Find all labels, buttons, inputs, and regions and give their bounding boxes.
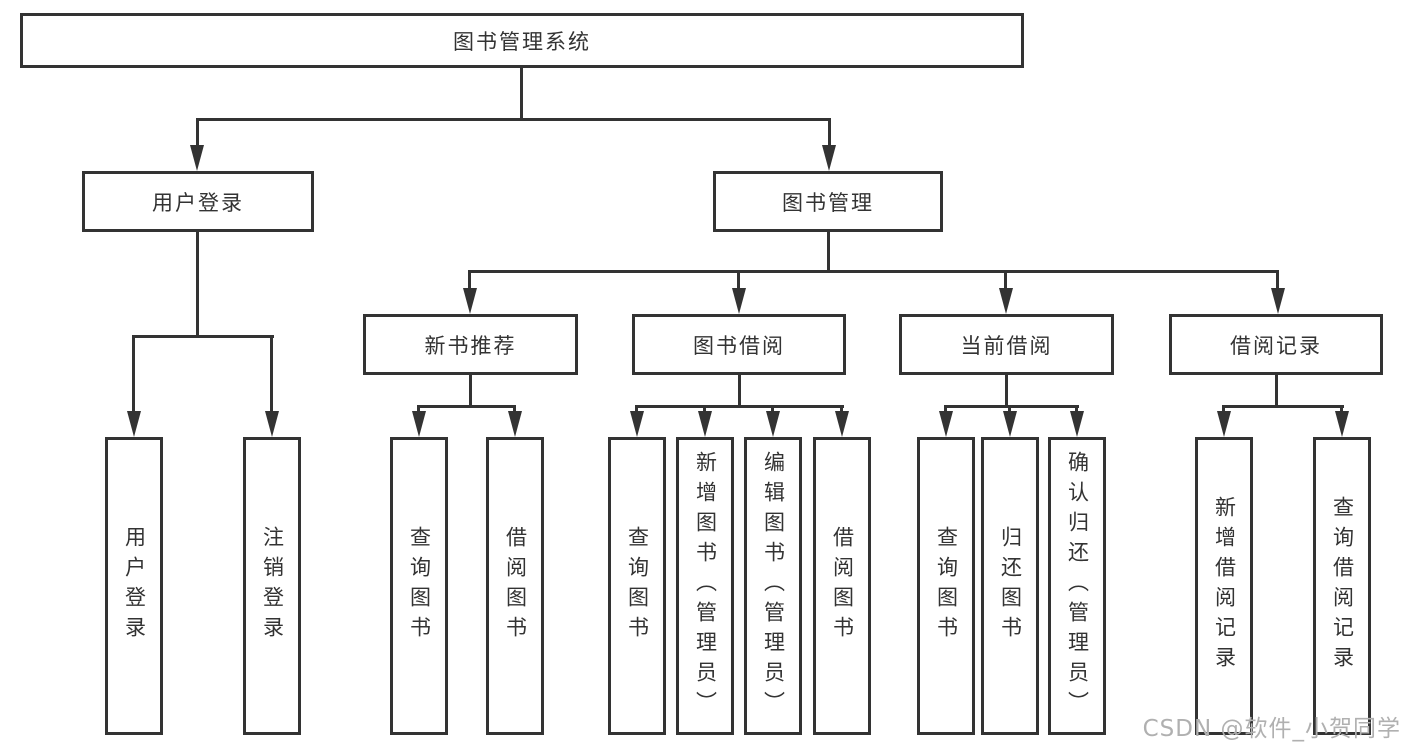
arrow-down-icon — [1070, 411, 1084, 437]
connector-line — [468, 270, 1279, 273]
connector-line — [417, 405, 420, 414]
leaf-records-add-record: 新增借阅记录 — [1195, 437, 1253, 735]
arrow-down-icon — [835, 411, 849, 437]
leaf-user-login-label: 用户登录 — [122, 526, 147, 646]
leaf-current-query-book-label: 查询图书 — [934, 526, 959, 646]
leaf-current-query-book: 查询图书 — [917, 437, 975, 735]
node-book-management: 图书管理 — [713, 171, 943, 232]
connector-line — [469, 375, 472, 408]
node-borrow-records: 借阅记录 — [1169, 314, 1383, 375]
leaf-borrow-add-book-admin-label: 新增图书（管理员） — [693, 451, 718, 721]
connector-line — [1075, 405, 1078, 414]
connector-line — [1276, 270, 1279, 292]
node-book-borrow-label: 图书借阅 — [693, 333, 785, 358]
connector-line — [1005, 375, 1008, 408]
arrow-down-icon — [1335, 411, 1349, 437]
node-borrow-records-label: 借阅记录 — [1230, 333, 1322, 358]
leaf-borrow-edit-book-admin: 编辑图书（管理员） — [744, 437, 802, 735]
leaf-borrow-query-book-label: 查询图书 — [625, 526, 650, 646]
leaf-records-query-record-label: 查询借阅记录 — [1330, 496, 1355, 676]
node-book-management-label: 图书管理 — [782, 190, 874, 215]
node-user-login-label: 用户登录 — [152, 190, 244, 215]
leaf-records-query-record: 查询借阅记录 — [1313, 437, 1371, 735]
leaf-borrow-borrow-book: 借阅图书 — [813, 437, 871, 735]
arrow-down-icon — [1003, 411, 1017, 437]
arrow-down-icon — [127, 411, 141, 437]
connector-line — [1275, 375, 1278, 408]
arrow-down-icon — [1271, 288, 1285, 314]
arrow-down-icon — [766, 411, 780, 437]
node-root-label: 图书管理系统 — [453, 29, 591, 54]
connector-line — [635, 405, 638, 414]
connector-line — [944, 405, 1079, 408]
leaf-current-confirm-return-admin: 确认归还（管理员） — [1048, 437, 1106, 735]
connector-line — [827, 232, 830, 273]
connector-line — [840, 405, 843, 414]
connector-line — [513, 405, 516, 414]
arrow-down-icon — [630, 411, 644, 437]
leaf-borrow-borrow-book-label: 借阅图书 — [830, 526, 855, 646]
node-current-borrow-label: 当前借阅 — [960, 333, 1053, 358]
arrow-down-icon — [999, 288, 1013, 314]
leaf-current-return-book-label: 归还图书 — [998, 526, 1023, 646]
leaf-newbooks-borrow-book: 借阅图书 — [486, 437, 544, 735]
arrow-down-icon — [1217, 411, 1231, 437]
connector-line — [417, 405, 516, 408]
arrow-down-icon — [412, 411, 426, 437]
connector-line — [738, 375, 741, 408]
leaf-logout: 注销登录 — [243, 437, 301, 735]
arrow-down-icon — [822, 145, 836, 171]
node-root: 图书管理系统 — [20, 13, 1024, 68]
leaf-newbooks-query-book-label: 查询图书 — [407, 526, 432, 646]
node-book-borrow: 图书借阅 — [632, 314, 846, 375]
connector-line — [635, 405, 844, 408]
leaf-user-login: 用户登录 — [105, 437, 163, 735]
connector-line — [520, 68, 523, 121]
connector-line — [132, 335, 135, 417]
node-new-book-recommend: 新书推荐 — [363, 314, 578, 375]
connector-line — [1008, 405, 1011, 414]
connector-line — [737, 270, 740, 292]
leaf-borrow-query-book: 查询图书 — [608, 437, 666, 735]
connector-line — [828, 118, 831, 150]
node-current-borrow: 当前借阅 — [899, 314, 1114, 375]
connector-line — [1004, 270, 1007, 292]
connector-line — [196, 118, 199, 150]
arrow-down-icon — [698, 411, 712, 437]
arrow-down-icon — [508, 411, 522, 437]
leaf-current-confirm-return-admin-label: 确认归还（管理员） — [1065, 451, 1090, 721]
node-user-login: 用户登录 — [82, 171, 314, 232]
leaf-borrow-add-book-admin: 新增图书（管理员） — [676, 437, 734, 735]
node-new-book-recommend-label: 新书推荐 — [424, 333, 517, 358]
connector-line — [468, 270, 471, 292]
connector-line — [771, 405, 774, 414]
leaf-current-return-book: 归还图书 — [981, 437, 1039, 735]
connector-line — [1222, 405, 1225, 414]
arrow-down-icon — [939, 411, 953, 437]
arrow-down-icon — [732, 288, 746, 314]
leaf-logout-label: 注销登录 — [260, 526, 285, 646]
arrow-down-icon — [463, 288, 477, 314]
connector-line — [196, 118, 831, 121]
connector-line — [1340, 405, 1343, 414]
leaf-newbooks-borrow-book-label: 借阅图书 — [503, 526, 528, 646]
leaf-records-add-record-label: 新增借阅记录 — [1212, 496, 1237, 676]
connector-line — [196, 232, 199, 338]
connector-line — [703, 405, 706, 414]
connector-line — [132, 335, 274, 338]
watermark: CSDN @软件_小贺同学 — [1142, 716, 1401, 742]
connector-line — [944, 405, 947, 414]
leaf-borrow-edit-book-admin-label: 编辑图书（管理员） — [761, 451, 786, 721]
connector-line — [270, 335, 273, 417]
leaf-newbooks-query-book: 查询图书 — [390, 437, 448, 735]
arrow-down-icon — [190, 145, 204, 171]
connector-line — [1222, 405, 1344, 408]
arrow-down-icon — [265, 411, 279, 437]
